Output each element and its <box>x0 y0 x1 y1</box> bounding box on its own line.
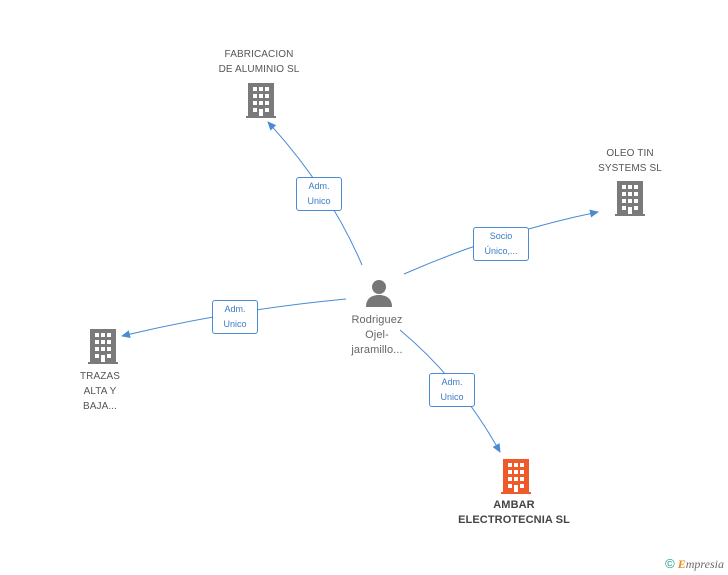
company-name-line: TRAZAS <box>79 371 121 382</box>
company-name-line: BAJA... <box>82 401 118 412</box>
role-line: Adm. <box>441 377 463 387</box>
person-name-line: Ojel- <box>365 329 389 341</box>
person-label[interactable]: Rodriguez Ojel- jaramillo... <box>327 313 427 358</box>
building-icon[interactable] <box>246 83 276 118</box>
role-line: Adm. <box>224 304 246 314</box>
company-name-line: SYSTEMS SL <box>598 163 662 174</box>
company-name-line: ELECTROTECNIA SL <box>458 514 570 526</box>
brand-name: mpresia <box>685 557 724 571</box>
company-label-ambar[interactable]: AMBAR ELECTROTECNIA SL <box>444 498 584 528</box>
company-name-line: ALTA Y <box>83 386 117 397</box>
edge-label-fabricacion: Adm. Unico <box>296 177 342 211</box>
company-label-trazas[interactable]: TRAZAS ALTA Y BAJA... <box>60 369 140 414</box>
role-line: Unico <box>223 319 247 329</box>
company-label-fabricacion[interactable]: FABRICACION DE ALUMINIO SL <box>199 47 319 77</box>
company-name-line: AMBAR <box>493 499 535 511</box>
building-icon[interactable] <box>615 181 645 216</box>
company-name-line: OLEO TIN <box>606 148 654 159</box>
company-name-line: DE ALUMINIO SL <box>218 64 300 75</box>
building-icon[interactable] <box>501 459 531 494</box>
role-line: Único,... <box>484 246 518 256</box>
person-name-line: jaramillo... <box>351 344 403 356</box>
edge-label-trazas: Adm. Unico <box>212 300 258 334</box>
building-icon[interactable] <box>88 329 118 364</box>
brand-initial: E <box>677 557 686 571</box>
person-icon[interactable] <box>364 278 394 308</box>
role-line: Unico <box>440 392 464 402</box>
empresia-logo[interactable]: ©Empresia <box>665 556 724 572</box>
edge-label-oleo: Socio Único,... <box>473 227 529 261</box>
person-name-line: Rodriguez <box>351 314 403 326</box>
edge-label-ambar: Adm. Unico <box>429 373 475 407</box>
company-name-line: FABRICACION <box>224 49 294 60</box>
role-line: Socio <box>489 231 513 241</box>
role-line: Unico <box>307 196 331 206</box>
company-label-oleo[interactable]: OLEO TIN SYSTEMS SL <box>580 146 680 176</box>
role-line: Adm. <box>308 181 330 191</box>
copyright-icon: © <box>665 556 675 571</box>
